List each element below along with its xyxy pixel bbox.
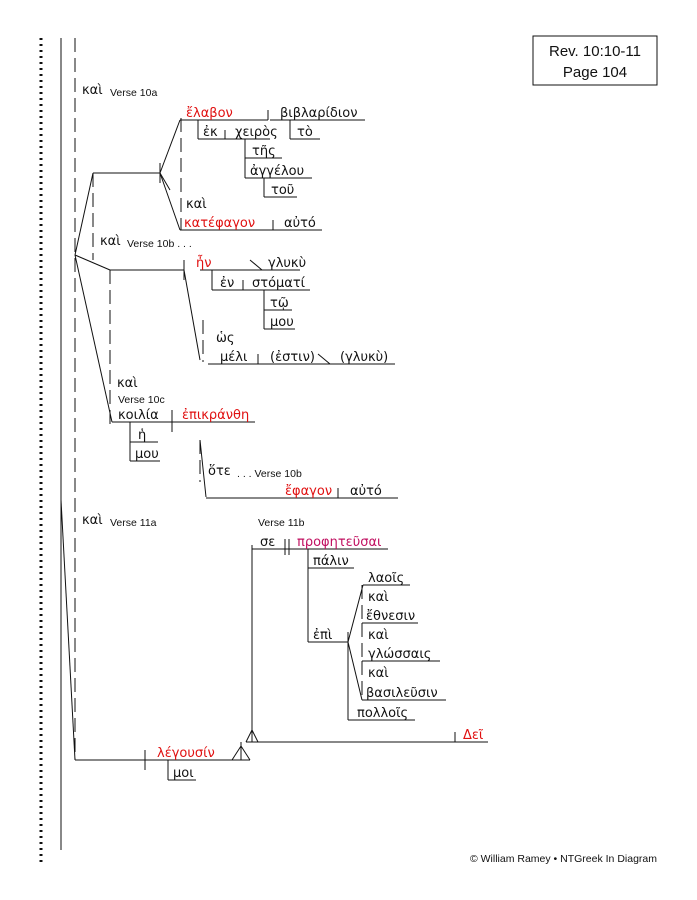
verb-ephagon: ἔφαγον: [285, 484, 332, 499]
article-to-dative: τῷ: [270, 296, 289, 311]
adjective-pollois: πολλοῖς: [357, 706, 408, 721]
noun-cheiros: χειρὸς: [235, 125, 278, 140]
noun-basileusin: βασιλεῦσιν: [366, 686, 438, 701]
verb-dei: Δεῖ: [463, 728, 484, 743]
pronoun-se: σε: [260, 535, 275, 550]
noun-koilia: κοιλία: [118, 408, 159, 423]
label-verse-11a: Verse 11a: [110, 517, 157, 529]
conj-hos: ὡς: [216, 331, 235, 346]
pronoun-mou-1: μου: [270, 315, 294, 330]
reference-box: [532, 35, 658, 86]
noun-ethnesin: ἔθνεσιν: [366, 609, 415, 624]
noun-angelou: ἀγγέλου: [250, 164, 304, 179]
conj-kai-11a: καὶ: [82, 513, 103, 528]
label-verse-10b-hote: . . . Verse 10b: [237, 468, 302, 480]
conj-kai-ethnesin: καὶ: [368, 590, 389, 605]
label-verse-10a: Verse 10a: [110, 87, 157, 99]
conj-kai-glossais: καὶ: [368, 628, 389, 643]
conj-kai-10a: καὶ: [82, 83, 103, 98]
infinitive-propheteusai: προφητεῦσαι: [297, 535, 381, 550]
article-to: τὸ: [297, 125, 313, 140]
noun-stomati: στόματί: [252, 276, 306, 291]
prep-ek: ἐκ: [203, 125, 218, 140]
label-verse-10b: Verse 10b . . .: [127, 238, 192, 250]
clause-10b: [109, 259, 395, 430]
verb-en: ἦν: [196, 256, 212, 271]
noun-glossais: γλώσσαις: [368, 647, 431, 662]
label-verse-11b: Verse 11b: [258, 517, 305, 529]
verb-elabon: ἔλαβον: [186, 106, 233, 121]
conj-kai-katephagon: καὶ: [186, 197, 207, 212]
clause-10c: [112, 410, 398, 499]
implied-glyky: (γλυκὺ): [340, 350, 388, 365]
copyright-footer: © William Ramey • NTGreek In Diagram: [470, 853, 657, 865]
noun-laois: λαοῖς: [368, 571, 404, 586]
pronoun-moi: μοι: [173, 766, 194, 781]
article-he: ἡ: [138, 428, 146, 443]
prep-en: ἐν: [220, 276, 234, 291]
clause-10a: [92, 110, 365, 260]
reference-page: Page 104: [563, 64, 627, 81]
verb-katephagon: κατέφαγον: [184, 216, 255, 231]
trunk-connectors: [60, 172, 113, 761]
conj-hote: ὅτε: [208, 464, 231, 479]
object-biblaridion: βιβλαρίδιον: [280, 106, 357, 121]
object-auto-1: αὐτό: [284, 216, 316, 231]
article-tes: τῆς: [252, 144, 276, 159]
implied-estin: (ἐστιν): [270, 350, 315, 365]
predicate-glyky: γλυκὺ: [268, 256, 306, 271]
noun-meli: μέλι: [220, 350, 247, 365]
adverb-palin: πάλιν: [313, 554, 349, 569]
clause-11: [75, 539, 488, 781]
verb-epikranthe: ἐπικράνθη: [182, 408, 249, 423]
conj-kai-basileusin: καὶ: [368, 666, 389, 681]
pronoun-mou-2: μου: [135, 447, 159, 462]
label-verse-10c: Verse 10c: [118, 394, 165, 406]
conj-kai-10b: καὶ: [100, 234, 121, 249]
article-tou: τοῦ: [271, 183, 294, 198]
verb-legousin: λέγουσίν: [157, 746, 215, 761]
reference-verse: Rev. 10:10-11: [549, 43, 641, 60]
prep-epi: ἐπὶ: [313, 628, 332, 643]
object-auto-2: αὐτό: [350, 484, 382, 499]
conj-kai-10c: καὶ: [117, 376, 138, 391]
